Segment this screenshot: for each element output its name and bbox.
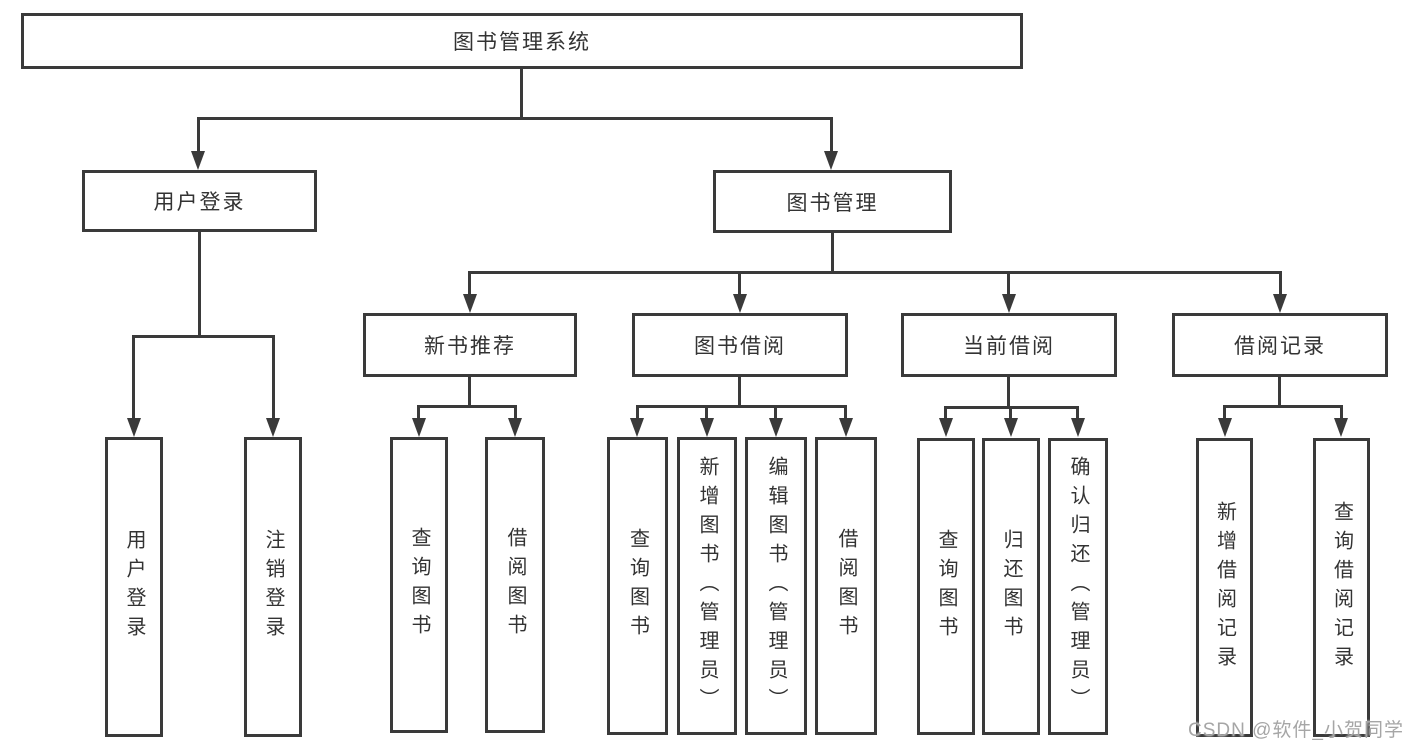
connector-line: [1007, 377, 1010, 409]
arrow-down-icon: [1071, 418, 1085, 437]
connector-line: [830, 117, 833, 153]
node-borrow-record-label: 借阅记录: [1234, 335, 1326, 358]
watermark-text: CSDN @软件_小贺同学: [1188, 720, 1404, 741]
arrow-down-icon: [733, 294, 747, 313]
connector-line: [132, 335, 275, 338]
arrow-down-icon: [266, 418, 280, 437]
leaf-return-book-label: 归还图书: [1000, 528, 1022, 645]
leaf-query-book: 查询图书: [607, 437, 668, 735]
leaf-user-login: 用户登录: [105, 437, 163, 737]
leaf-user-login-label: 用户登录: [123, 529, 145, 645]
connector-line: [197, 117, 200, 153]
leaf-query-book-label: 查询图书: [626, 528, 649, 644]
connector-line: [272, 335, 275, 421]
connector-line: [1279, 271, 1282, 296]
connector-line: [1223, 405, 1226, 420]
leaf-query-book-current: 查询图书: [917, 438, 975, 735]
node-current-borrow-label: 当前借阅: [963, 335, 1055, 358]
arrow-down-icon: [191, 151, 205, 170]
leaf-edit-book-admin-label: 编辑图书（管理员）: [765, 455, 787, 717]
connector-line: [468, 271, 1282, 274]
connector-line: [1340, 405, 1343, 420]
node-current-borrow: 当前借阅: [901, 313, 1117, 377]
connector-line: [198, 232, 201, 338]
connector-line: [132, 335, 135, 421]
arrow-down-icon: [412, 418, 426, 437]
connector-line: [197, 117, 833, 120]
leaf-add-book-admin-label: 新增图书（管理员）: [696, 455, 718, 717]
node-book-borrow-label: 图书借阅: [694, 335, 786, 358]
node-book-management: 图书管理: [713, 170, 952, 233]
connector-line: [1007, 271, 1010, 296]
leaf-query-book-current-label: 查询图书: [935, 528, 957, 645]
node-book-borrow: 图书借阅: [632, 313, 848, 377]
connector-line: [1278, 377, 1281, 407]
leaf-borrow-book-recommend: 借阅图书: [485, 437, 545, 733]
node-root-label: 图书管理系统: [453, 31, 591, 54]
connector-line: [944, 406, 947, 420]
connector-line: [514, 405, 517, 420]
leaf-add-borrow-record-label: 新增借阅记录: [1213, 500, 1236, 675]
connector-line: [738, 271, 741, 296]
connector-line: [520, 69, 523, 117]
connector-line: [738, 377, 741, 408]
connector-line: [636, 405, 847, 408]
connector-line: [1223, 405, 1343, 408]
connector-line: [831, 233, 834, 274]
node-borrow-record: 借阅记录: [1172, 313, 1388, 377]
connector-line: [774, 405, 777, 420]
leaf-query-borrow-record: 查询借阅记录: [1313, 438, 1370, 737]
arrow-down-icon: [463, 294, 477, 313]
arrow-down-icon: [1273, 294, 1287, 313]
arrow-down-icon: [1334, 418, 1348, 437]
node-root: 图书管理系统: [21, 13, 1023, 69]
arrow-down-icon: [630, 418, 644, 437]
arrow-down-icon: [508, 418, 522, 437]
arrow-down-icon: [1002, 294, 1016, 313]
leaf-edit-book-admin: 编辑图书（管理员）: [745, 437, 807, 735]
node-user-login: 用户登录: [82, 170, 317, 232]
leaf-borrow-book: 借阅图书: [815, 437, 877, 735]
connector-line: [705, 405, 708, 420]
node-book-management-label: 图书管理: [786, 191, 879, 215]
leaf-add-book-admin: 新增图书（管理员）: [677, 437, 737, 735]
leaf-borrow-book-recommend-label: 借阅图书: [504, 527, 526, 643]
leaf-logout: 注销登录: [244, 437, 302, 737]
arrow-down-icon: [824, 151, 838, 170]
leaf-add-borrow-record: 新增借阅记录: [1196, 438, 1253, 737]
arrow-down-icon: [700, 418, 714, 437]
connector-line: [636, 405, 639, 420]
leaf-confirm-return-admin: 确认归还（管理员）: [1048, 438, 1108, 735]
leaf-logout-label: 注销登录: [262, 529, 284, 645]
node-new-book-recommend: 新书推荐: [363, 313, 577, 377]
leaf-query-borrow-record-label: 查询借阅记录: [1330, 500, 1353, 675]
arrow-down-icon: [1004, 418, 1018, 437]
arrow-down-icon: [127, 418, 141, 437]
connector-line: [1076, 406, 1079, 420]
connector-line: [417, 405, 420, 420]
node-user-login-label: 用户登录: [153, 191, 246, 214]
leaf-borrow-book-label: 借阅图书: [835, 528, 857, 644]
connector-line: [1009, 406, 1012, 420]
leaf-confirm-return-admin-label: 确认归还（管理员）: [1067, 456, 1089, 717]
leaf-query-book-recommend: 查询图书: [390, 437, 448, 733]
connector-line: [468, 271, 471, 296]
arrow-down-icon: [839, 418, 853, 437]
node-new-book-recommend-label: 新书推荐: [424, 335, 516, 358]
arrow-down-icon: [769, 418, 783, 437]
connector-line: [468, 377, 471, 408]
leaf-query-book-recommend-label: 查询图书: [408, 527, 430, 643]
connector-line: [844, 405, 847, 420]
connector-line: [417, 405, 517, 408]
arrow-down-icon: [1218, 418, 1232, 437]
arrow-down-icon: [939, 418, 953, 437]
leaf-return-book: 归还图书: [982, 438, 1040, 735]
